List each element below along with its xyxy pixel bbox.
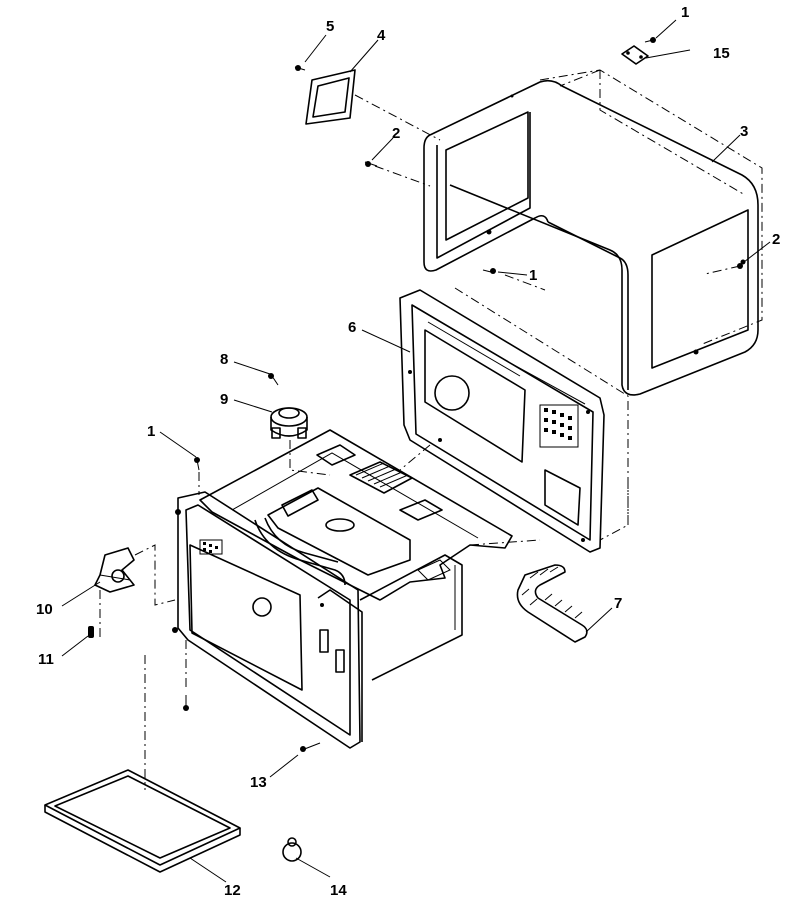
callout-12: 12 [224, 882, 241, 899]
callout-1-top: 1 [681, 4, 689, 21]
screw-1-mid [482, 268, 496, 274]
screw-8 [268, 373, 279, 386]
screw-2-left [364, 161, 378, 167]
callout-2-right: 2 [772, 231, 780, 248]
screw-5 [294, 65, 306, 71]
callout-6: 6 [348, 319, 356, 336]
callout-3: 3 [740, 123, 748, 140]
callout-8: 8 [220, 351, 228, 368]
callout-10: 10 [36, 601, 53, 618]
back-panel [399, 287, 629, 553]
callout-7: 7 [614, 595, 622, 612]
assembly-lines [99, 69, 741, 790]
callout-2-left: 2 [392, 125, 400, 142]
tray-12 [44, 769, 241, 873]
cover-plate-4 [305, 69, 356, 125]
callout-labels: 1 15 5 4 3 2 2 1 6 8 9 1 7 10 11 13 12 1… [36, 4, 780, 899]
screw-bottom-left [183, 695, 189, 711]
latch-10 [94, 547, 135, 593]
callout-9: 9 [220, 391, 228, 408]
callout-15: 15 [713, 45, 730, 62]
gasket-7 [516, 564, 588, 643]
callout-1-left: 1 [147, 423, 155, 440]
component-9 [270, 407, 308, 439]
spring-11 [88, 626, 94, 638]
callout-11: 11 [38, 651, 54, 668]
leader-lines [61, 19, 771, 883]
callout-14: 14 [330, 882, 347, 899]
callout-4: 4 [377, 27, 386, 44]
callout-1-mid: 1 [529, 267, 537, 284]
oven-cavity [172, 429, 513, 749]
callout-5: 5 [326, 18, 334, 35]
callout-13: 13 [250, 774, 267, 791]
screw-1-left [194, 457, 200, 471]
ring-14 [282, 837, 302, 862]
screw-13 [300, 742, 321, 752]
outer-cabinet [423, 69, 763, 396]
bracket-15 [621, 45, 649, 65]
screw-1-top [644, 37, 656, 43]
